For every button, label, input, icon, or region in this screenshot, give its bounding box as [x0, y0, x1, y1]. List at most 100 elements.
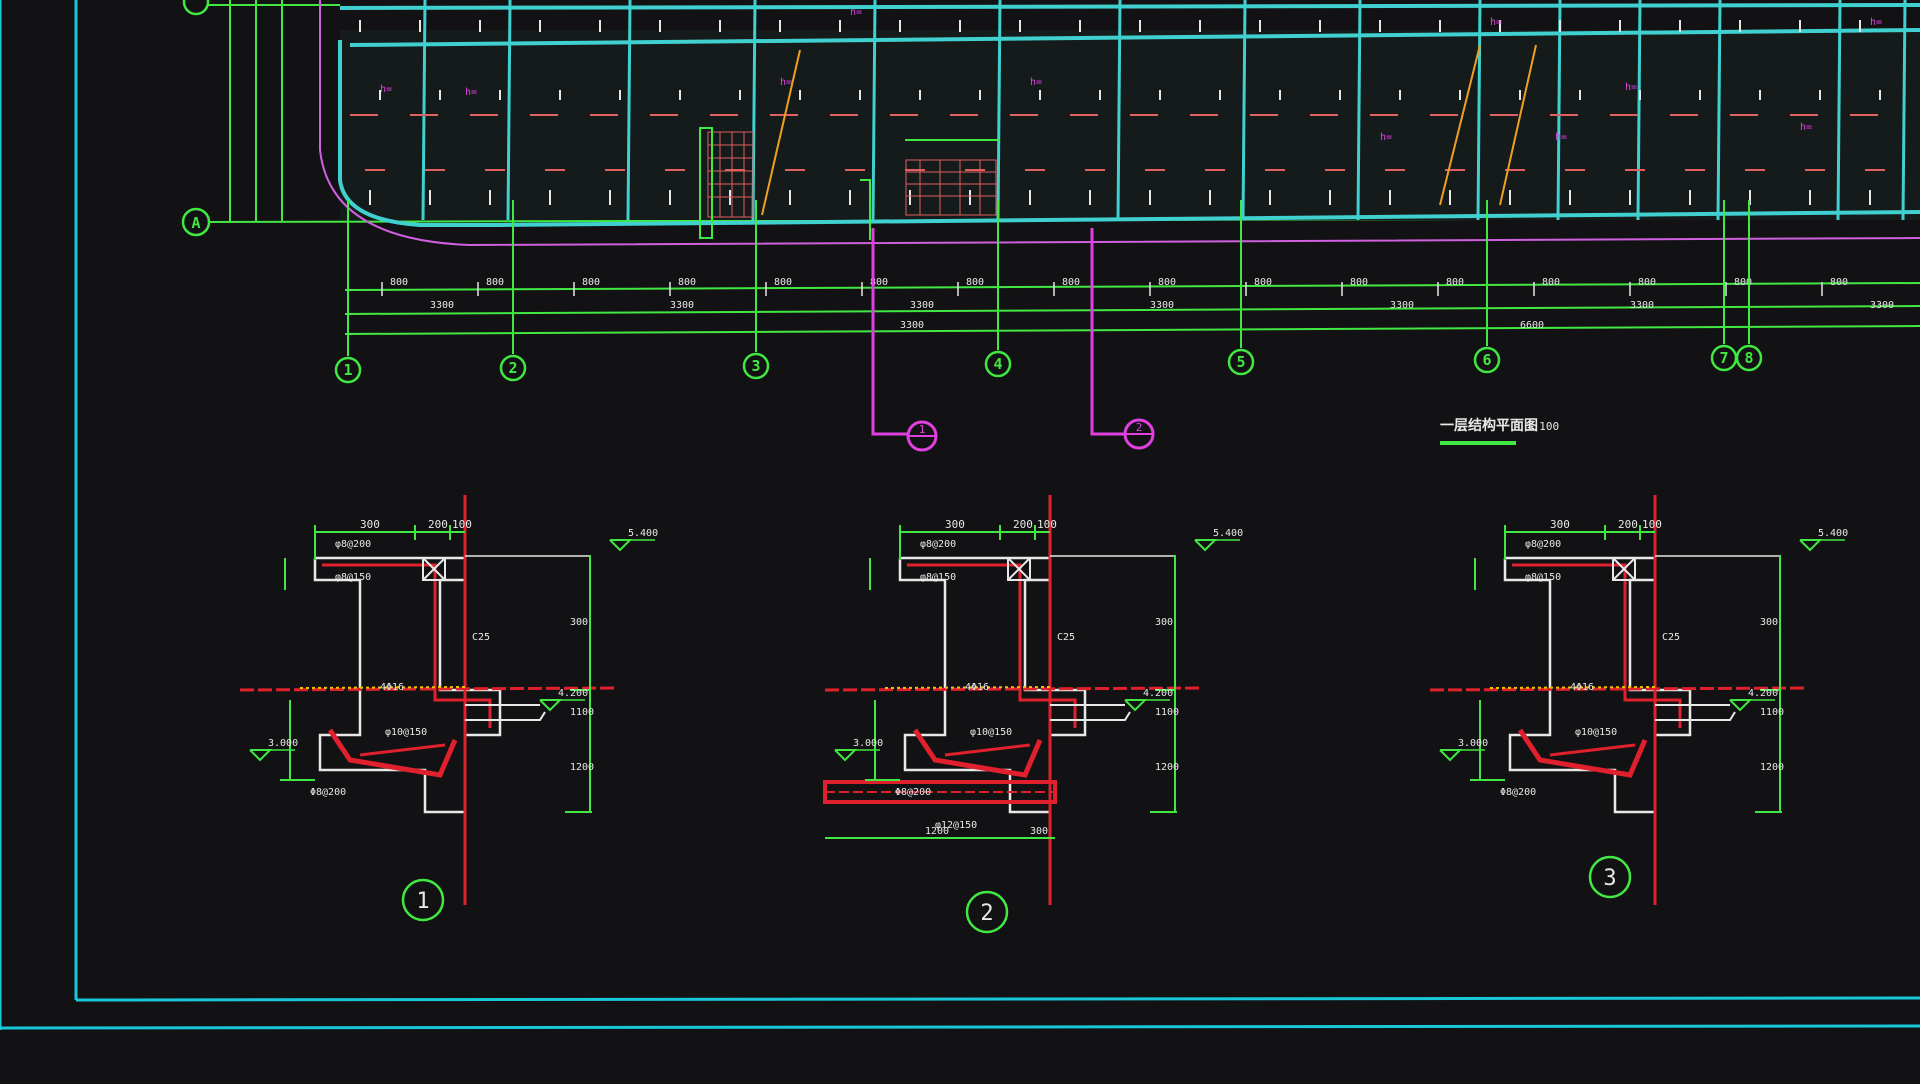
axis-label: 2 — [508, 359, 517, 377]
svg-text:h=: h= — [1800, 122, 1812, 133]
svg-text:3.000: 3.000 — [268, 738, 298, 749]
grid-bubble-icon[interactable]: 5 — [1227, 348, 1255, 376]
axis-label: 3 — [751, 357, 760, 375]
detail-dim: 1200 — [570, 762, 594, 773]
dim-text: 3300 — [670, 300, 694, 311]
detail-label: Φ8@200 — [895, 787, 931, 798]
detail-label: C25 — [1057, 632, 1075, 643]
svg-text:h=: h= — [1625, 82, 1637, 93]
dim-text: 3300 — [1870, 300, 1894, 311]
detail-dim: 300 — [1155, 617, 1173, 628]
axis-label: 4 — [993, 355, 1002, 373]
detail-number: 1 — [416, 889, 429, 914]
axis-label-A: A — [191, 214, 200, 232]
axis-label: 6 — [1482, 351, 1491, 369]
axis-label: 1 — [343, 361, 352, 379]
detail-label: φ8@150 — [1525, 572, 1561, 583]
plan-title: 一层结构平面图 — [1440, 417, 1538, 434]
detail-dim: 300 — [1030, 826, 1048, 837]
dim-text: 800 — [966, 277, 984, 288]
axis-label: 8 — [1744, 349, 1753, 367]
detail-dim: 300 — [945, 518, 965, 531]
dim-text: 3300 — [430, 300, 454, 311]
svg-text:4.200: 4.200 — [1748, 688, 1778, 699]
floor-plan: h=h=h=h=h=h=h=h=h=h=h= — [181, 0, 1920, 452]
svg-text:h=: h= — [1870, 17, 1882, 28]
svg-text:4.200: 4.200 — [1143, 688, 1173, 699]
grid-bubble-icon[interactable]: 6 — [1473, 346, 1501, 374]
grid-bubble-icon — [182, 0, 210, 16]
level-mark-icon: 3.000 — [834, 738, 883, 762]
dim-text: 3300 — [1390, 300, 1414, 311]
grid-bubble-icon[interactable]: 1 — [334, 356, 362, 384]
grid-bubble-icon[interactable]: 7 — [1710, 344, 1738, 372]
grid-bubble-icon[interactable]: 2 — [499, 354, 527, 382]
detail-label: C25 — [1662, 632, 1680, 643]
dim-text: 800 — [1542, 277, 1560, 288]
dim-text: 800 — [390, 277, 408, 288]
axis-label: 7 — [1719, 349, 1728, 367]
level-mark-icon: 5.400 — [1194, 528, 1243, 552]
grid-bubble-icon[interactable]: 4 — [984, 350, 1012, 378]
level-mark-icon: 5.400 — [609, 528, 658, 552]
detail-label: 4Φ16 — [380, 682, 404, 693]
detail-number-bubble[interactable]: 2 — [965, 890, 1009, 934]
detail-dim: 300 — [1760, 617, 1778, 628]
plan-hatch-block — [707, 131, 997, 218]
svg-text:h=: h= — [1490, 17, 1502, 28]
svg-text:h=: h= — [1030, 77, 1042, 88]
detail-dim: 1100 — [1760, 707, 1784, 718]
grid-bubble-icon[interactable]: 8 — [1735, 344, 1763, 372]
grid-bubble-icon[interactable]: 3 — [742, 352, 770, 380]
detail-number-bubble[interactable]: 3 — [1588, 855, 1632, 899]
drawing-frame — [0, 0, 1920, 1030]
detail-number-bubble[interactable]: 1 — [401, 878, 445, 922]
section-mark-icon[interactable]: 1 — [871, 228, 938, 452]
svg-text:5.400: 5.400 — [628, 528, 658, 539]
detail-dim: 1100 — [1155, 707, 1179, 718]
detail-label: Φ8@200 — [1500, 787, 1536, 798]
detail-dim: 100 — [1642, 518, 1662, 531]
detail-label: φ10@150 — [1575, 727, 1617, 738]
detail-label: φ10@150 — [385, 727, 427, 738]
dim-text: 800 — [1254, 277, 1272, 288]
dim-text: 800 — [1734, 277, 1752, 288]
detail-label: φ8@150 — [920, 572, 956, 583]
level-mark-icon: 4.200 — [539, 688, 588, 712]
detail-dim: 100 — [1037, 518, 1057, 531]
detail-label: φ8@200 — [1525, 539, 1561, 550]
detail-label: 4Φ16 — [1570, 682, 1594, 693]
detail-label: φ8@150 — [335, 572, 371, 583]
svg-text:h=: h= — [465, 87, 477, 98]
detail-label: 4Φ16 — [965, 682, 989, 693]
dim-text: 800 — [486, 277, 504, 288]
dim-text: 800 — [678, 277, 696, 288]
svg-text:h=: h= — [1555, 132, 1567, 143]
dim-text: 3300 — [1150, 300, 1174, 311]
dim-text: 800 — [870, 277, 888, 288]
detail-dim: 200 — [428, 518, 448, 531]
grid-bubble-icon[interactable]: A — [181, 207, 211, 237]
dim-text: 800 — [582, 277, 600, 288]
dim-text: 800 — [1062, 277, 1080, 288]
section-mark-icon[interactable]: 2 — [1090, 228, 1155, 450]
dim-text: 3300 — [910, 300, 934, 311]
svg-text:h=: h= — [850, 7, 862, 18]
dim-text: 800 — [1158, 277, 1176, 288]
svg-text:4.200: 4.200 — [558, 688, 588, 699]
svg-text:h=: h= — [780, 77, 792, 88]
svg-text:3.000: 3.000 — [1458, 738, 1488, 749]
plan-title-block: 一层结构平面图 1:100 — [1440, 417, 1559, 445]
detail-dim: 300 — [570, 617, 588, 628]
detail-dim: 300 — [1550, 518, 1570, 531]
svg-text:h=: h= — [1380, 132, 1392, 143]
level-mark-icon: 3.000 — [1439, 738, 1488, 762]
dim-text: 800 — [1830, 277, 1848, 288]
detail-label: C25 — [472, 632, 490, 643]
detail-dim: 1200 — [1760, 762, 1784, 773]
